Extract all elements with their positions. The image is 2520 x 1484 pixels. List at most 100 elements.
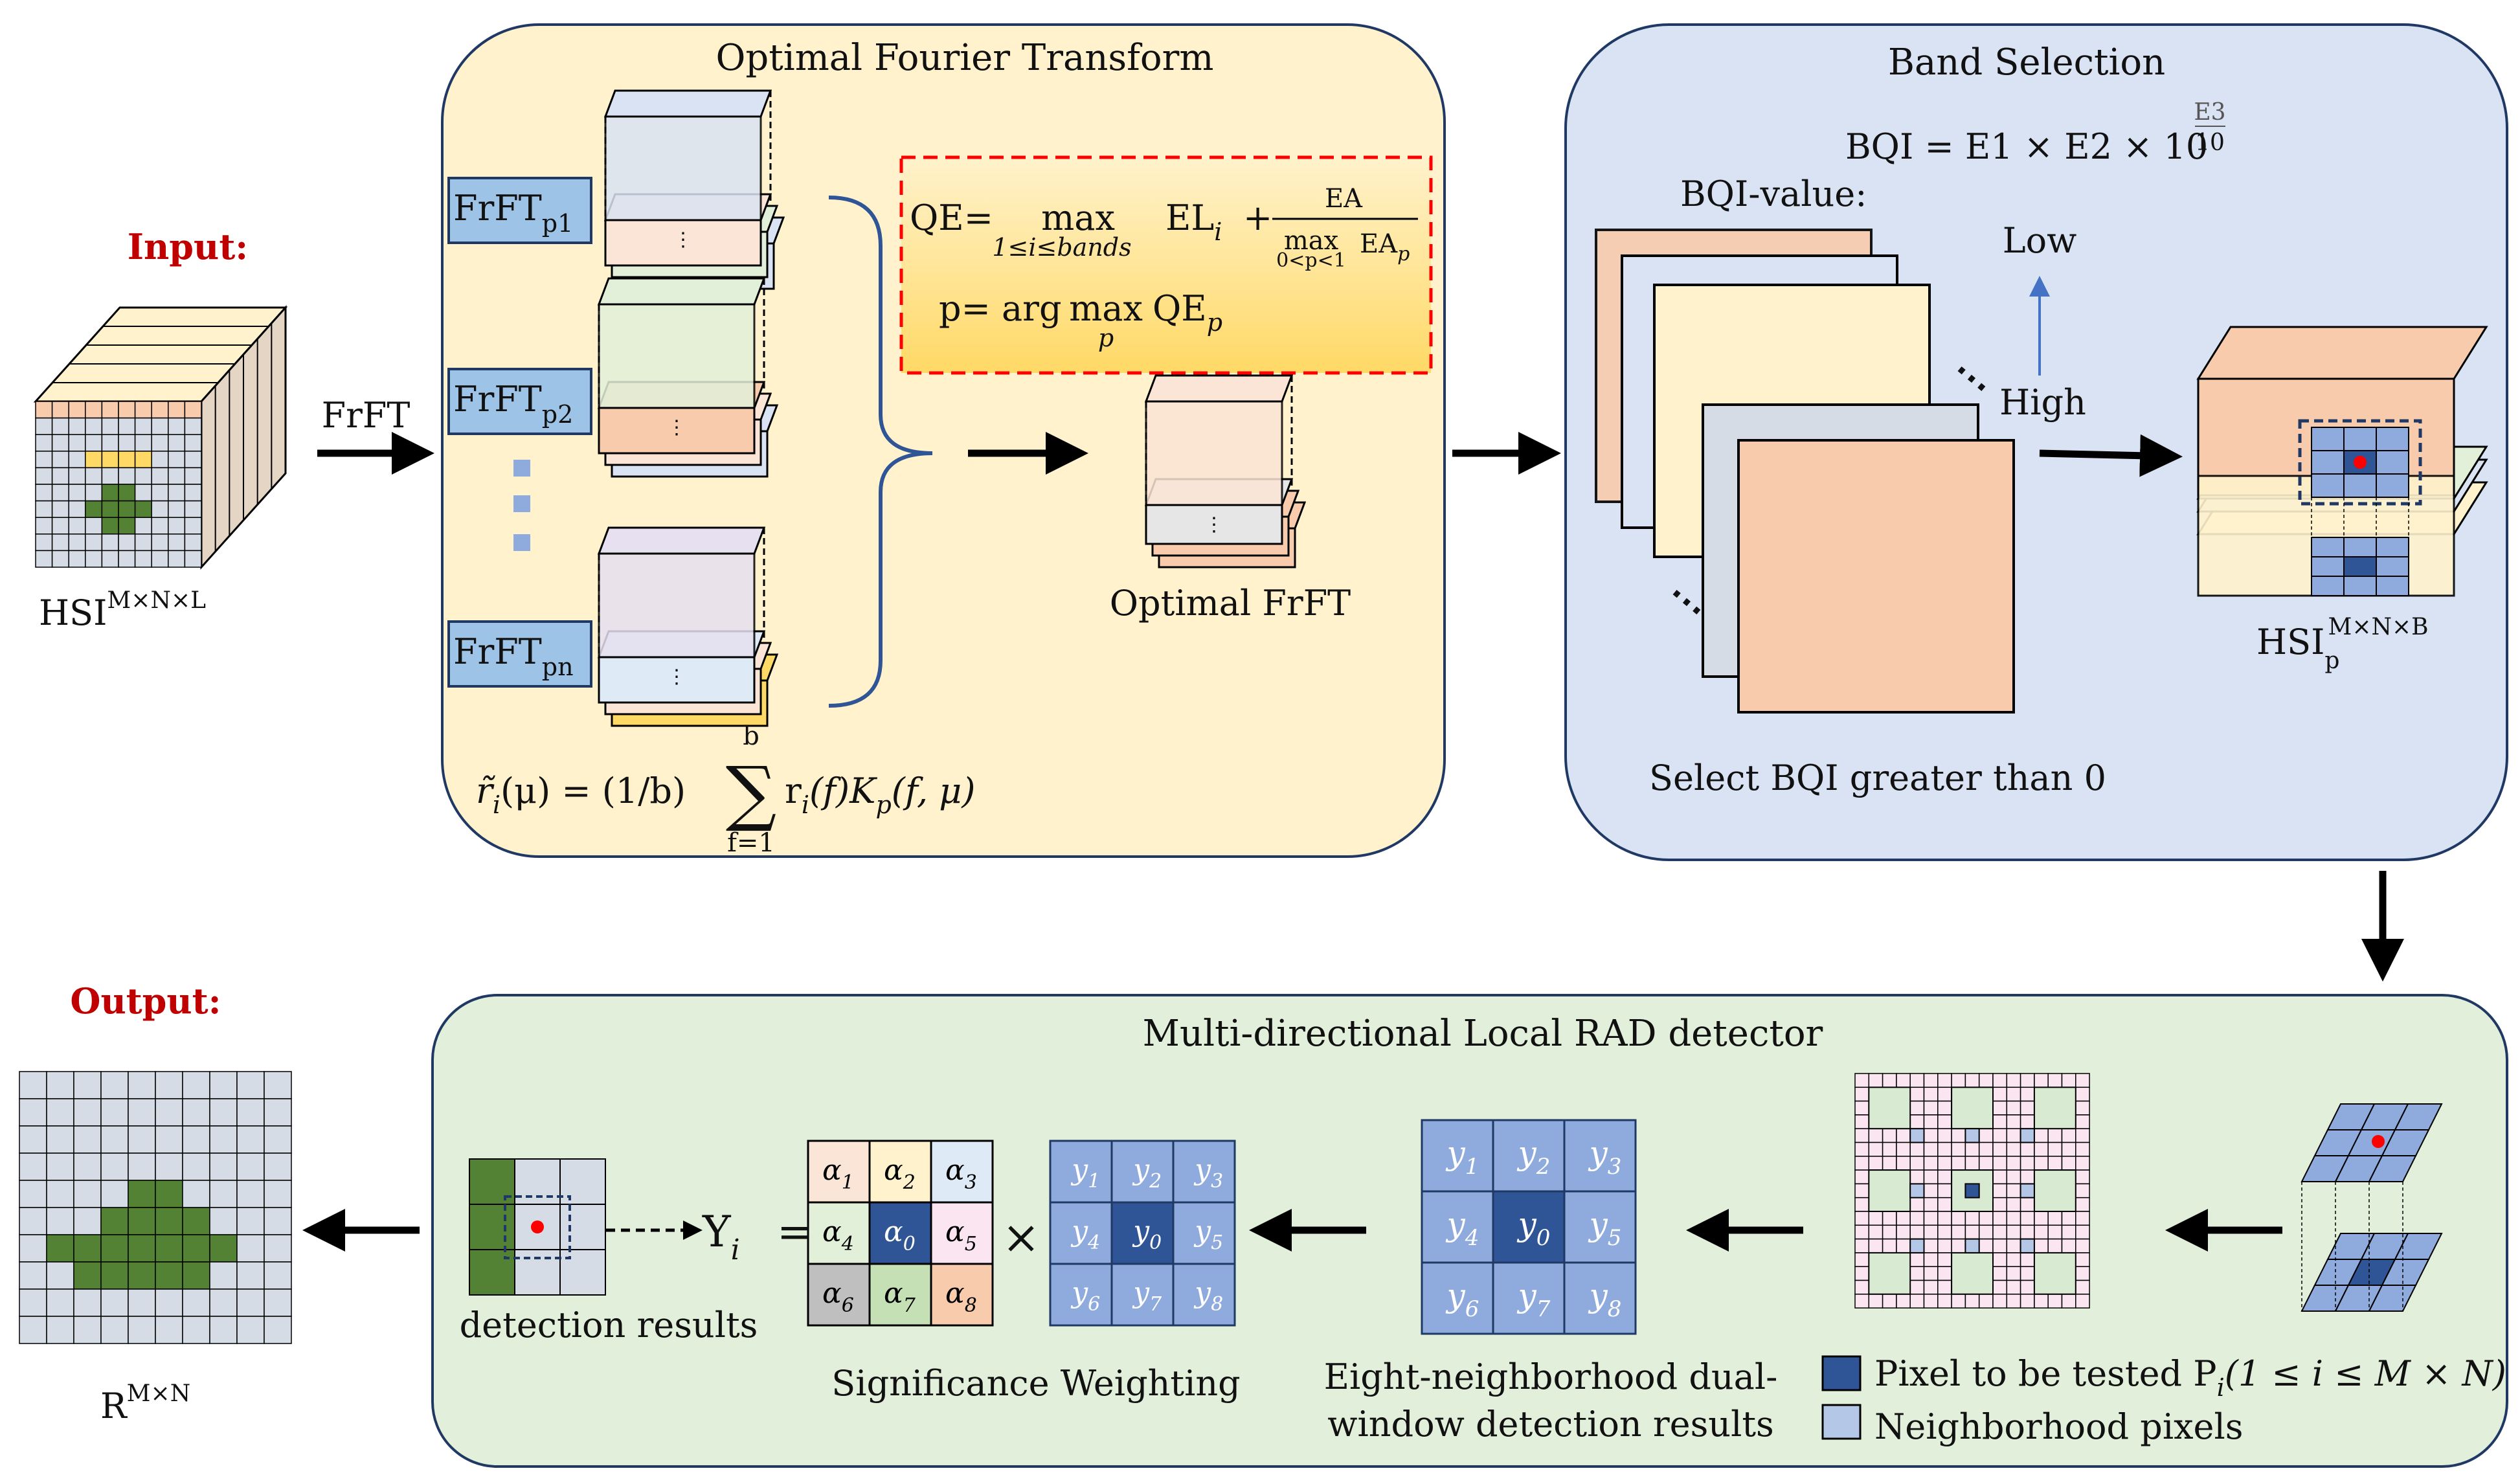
panel-rad-title: Multi-directional Local RAD detector [1143, 1013, 1823, 1055]
grid-cell [118, 517, 136, 535]
neighbor-pixel [1909, 1128, 1925, 1143]
grid-cell [134, 484, 152, 502]
grid-cell [2075, 1224, 2090, 1240]
grid-cell [151, 401, 169, 419]
grid-cell [155, 1261, 183, 1290]
grid-cell [2075, 1252, 2090, 1267]
grid-cell [1992, 1279, 2008, 1295]
grid-cell [2019, 1211, 2035, 1226]
grid-cell [35, 484, 53, 502]
low-label: Low [2003, 220, 2077, 261]
window-pixel [2376, 537, 2409, 557]
grid-cell [2075, 1169, 2090, 1185]
alpha-cell-sub: 5 [965, 1233, 977, 1255]
grid-cell [1978, 1238, 1994, 1254]
grid-cell [2075, 1211, 2090, 1226]
grid-cell [68, 517, 86, 535]
grid-cell [2075, 1128, 2090, 1143]
grid-cell [1909, 1073, 1925, 1088]
svg-text:∑: ∑ [726, 751, 777, 834]
svg-text:r̃i(μ) = (1/b): r̃i(μ) = (1/b) [476, 770, 686, 819]
grid-cell [1909, 1294, 1925, 1309]
panel-band-selection: Band Selection BQI = E1 × E2 × 10 E3 10 … [1564, 23, 2508, 861]
grid-cell [2019, 1169, 2035, 1185]
grid-cell [182, 1234, 210, 1263]
grid-cell [264, 1316, 292, 1344]
grid-cell [209, 1207, 238, 1235]
grid-cell [1896, 1294, 1911, 1309]
grid-cell [35, 451, 53, 469]
svg-text:0<p<1: 0<p<1 [1276, 249, 1346, 272]
grid-cell [184, 467, 202, 485]
grid-cell [19, 1261, 47, 1290]
grid-cell [85, 484, 103, 502]
y-cell-sub: 5 [1211, 1231, 1223, 1254]
grid-cell [1923, 1128, 1939, 1143]
grid-cell [151, 484, 169, 502]
grid-cell [236, 1125, 265, 1154]
window-pixel [2311, 556, 2345, 577]
grid-cell [1882, 1073, 1897, 1088]
frft-arrow-label: FrFT [322, 395, 411, 436]
grid-cell [73, 1207, 102, 1235]
grid-cell [1937, 1224, 1952, 1240]
y-cell [1172, 1263, 1236, 1327]
grid-cell [2019, 1197, 2035, 1212]
grid-cell [1978, 1294, 1994, 1309]
grid-cell [85, 401, 103, 419]
grid-cell [100, 1125, 129, 1154]
grid-cell [209, 1316, 238, 1344]
grid-cell [1923, 1100, 1939, 1116]
grid-cell [182, 1207, 210, 1235]
grid-cell [134, 434, 152, 452]
grid-cell [1964, 1224, 1980, 1240]
grid-cell [1896, 1128, 1911, 1143]
neighbor-pixel [1964, 1238, 1980, 1254]
grid-cell [182, 1125, 210, 1154]
grid-cell [101, 534, 119, 552]
grid-cell [2006, 1211, 2021, 1226]
grid-cell [118, 534, 136, 552]
panel-band-title: Band Selection [1888, 41, 2165, 84]
grid-cell [128, 1207, 156, 1235]
grid-cell [1923, 1156, 1939, 1171]
dual-window-grid [1854, 1073, 2090, 1309]
grid-cell [184, 401, 202, 419]
window-pixel [2311, 427, 2345, 451]
svg-text:1≤i≤bands: 1≤i≤bands [992, 233, 1131, 262]
grid-cell [2047, 1128, 2063, 1143]
grid-cell [35, 550, 53, 568]
alpha-cell-sub: 7 [903, 1294, 916, 1317]
grid-cell [2075, 1100, 2090, 1116]
grid-cell [1868, 1141, 1884, 1157]
grid-cell [1882, 1128, 1897, 1143]
grid-cell [46, 1180, 74, 1208]
grid-cell [1854, 1100, 1870, 1116]
grid-cell [2047, 1141, 2063, 1157]
grid-cell [46, 1316, 74, 1344]
grid-cell [182, 1098, 210, 1127]
grid-cell [1923, 1252, 1939, 1267]
grid-cell [2075, 1156, 2090, 1171]
window-pixel [2343, 576, 2377, 596]
grid-cell [51, 451, 69, 469]
grid-cell [1937, 1252, 1952, 1267]
grid-cell [1909, 1100, 1925, 1116]
svg-text:EAp: EAp [1360, 229, 1410, 265]
grid-cell [73, 1234, 102, 1263]
grid-cell [1951, 1073, 1966, 1088]
grid-cell [2061, 1211, 2076, 1226]
grid-cell [1992, 1100, 2008, 1116]
y-cell [1563, 1261, 1637, 1335]
grid-cell [168, 417, 186, 435]
grid-cell [168, 451, 186, 469]
grid-cell [19, 1180, 47, 1208]
grid-cell [1978, 1211, 1994, 1226]
svg-text:max: max [1041, 197, 1115, 238]
grid-cell [128, 1098, 156, 1127]
y-cell-sub: 3 [1608, 1154, 1622, 1180]
grid-cell [155, 1234, 183, 1263]
grid-cell [19, 1207, 47, 1235]
grid-cell [209, 1288, 238, 1317]
grid-cell [2075, 1073, 2090, 1088]
